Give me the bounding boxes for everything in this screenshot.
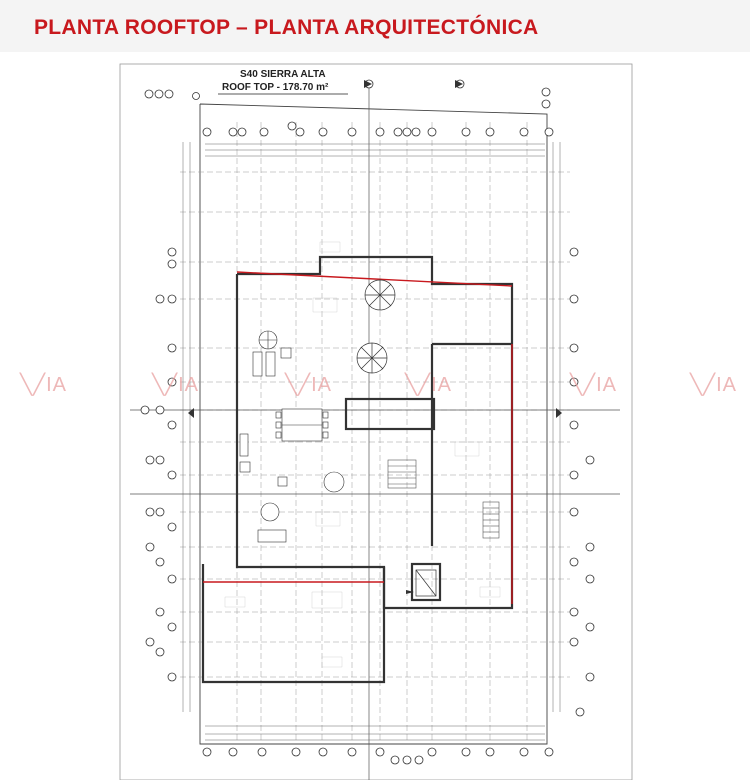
sheet-background (0, 52, 750, 780)
major-axes (130, 82, 620, 780)
plan-title-line2: ROOF TOP - 178.70 m² (222, 82, 329, 93)
section-markers (188, 80, 562, 594)
left-dimensions (182, 142, 191, 712)
floor-plan-sheet: S40 SIERRA ALTA ROOF TOP - 178.70 m² (0, 52, 750, 780)
axis-bubbles-right (569, 247, 595, 717)
plan-title-line1: S40 SIERRA ALTA (240, 69, 326, 80)
stair (387, 459, 500, 539)
right-dimensions (552, 142, 561, 712)
bottom-dimensions (205, 725, 545, 741)
elevator (415, 569, 437, 597)
lounge-furniture (239, 433, 345, 543)
red-walls (203, 271, 513, 604)
page-title: PLANTA ROOFTOP – PLANTA ARQUITECTÓNICA (34, 16, 539, 39)
umbrella-icon (356, 279, 396, 374)
property-boundary (199, 103, 548, 745)
room-labels (224, 241, 501, 668)
axis-bubbles-top (202, 121, 554, 137)
top-dimensions (205, 143, 545, 157)
building-walls (201, 255, 514, 684)
lounge-chairs (252, 330, 292, 377)
dining-table (275, 408, 329, 442)
plan-frame (119, 63, 633, 780)
axis-bubbles-left (140, 247, 177, 682)
axis-bubbles-bottom (202, 747, 554, 765)
